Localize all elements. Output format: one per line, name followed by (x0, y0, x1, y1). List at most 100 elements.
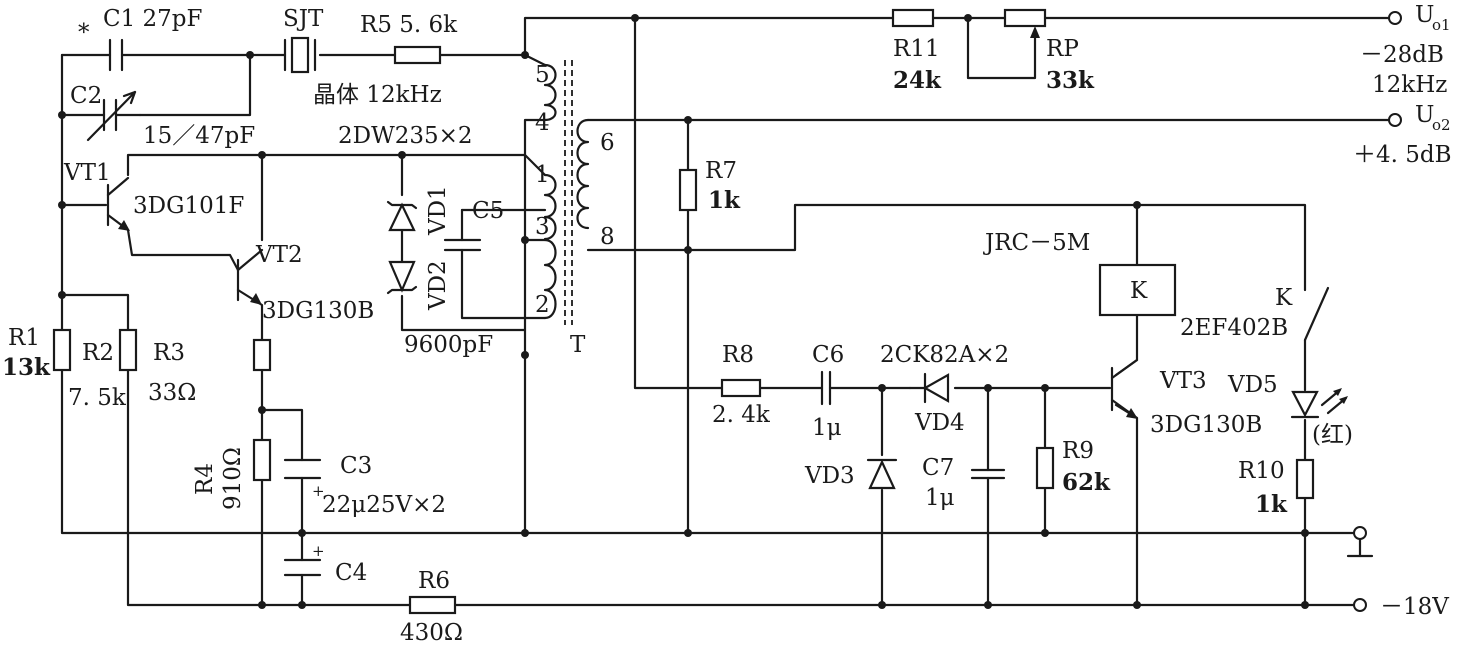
switch-k-label: K (1275, 285, 1293, 311)
r9-label: R9 (1062, 438, 1094, 464)
vt3-label: VT3 (1159, 368, 1207, 394)
c6-capacitor (820, 370, 832, 406)
r5-resistor (393, 45, 442, 65)
c2-value: 15／47pF (143, 123, 255, 149)
c1-capacitor (108, 38, 124, 72)
pin-3: 3 (535, 214, 550, 240)
c4-capacitor: + (283, 542, 325, 577)
r10-resistor (1295, 458, 1315, 500)
vd5-led (1290, 388, 1348, 419)
vd3-label: VD3 (804, 463, 855, 489)
rp-label: RP (1046, 36, 1079, 62)
r5-label: R5 5. 6k (360, 12, 458, 38)
r2-resistor (118, 328, 138, 372)
r10-label: R10 (1238, 458, 1285, 484)
c5-label: C5 (472, 198, 504, 224)
uo1-db: －28dB (1360, 42, 1444, 68)
junctions (58, 14, 1309, 609)
r9-resistor (1035, 446, 1055, 490)
vd1-label: VD1 (425, 185, 451, 236)
vt2-label: VT2 (255, 242, 303, 268)
vd2-label: VD2 (425, 260, 451, 311)
r2-label: R2 (82, 340, 114, 366)
uo2-terminal (1388, 113, 1402, 127)
r8-value: 2. 4k (712, 402, 771, 428)
c4-label: C4 (335, 560, 367, 586)
uo2-u: U (1415, 102, 1434, 128)
svg-text:+: + (312, 482, 325, 500)
vd5-color: (红) (1312, 422, 1353, 448)
transformer-label: T (570, 332, 586, 358)
pin-4: 4 (535, 110, 550, 136)
r3-label: R3 (153, 340, 185, 366)
pin-2: 2 (535, 292, 550, 318)
vt3-transistor (1110, 358, 1139, 420)
r7-resistor (678, 168, 698, 212)
r2-value: 7. 5k (68, 385, 127, 411)
vd3-diode (866, 458, 898, 490)
r1-resistor (52, 328, 72, 372)
r11-value: 24k (893, 67, 942, 94)
r7-value: 1k (708, 187, 741, 214)
r11-resistor (891, 8, 935, 28)
zener-label: 2DW235×2 (338, 123, 473, 149)
c1-label: C1 27pF (103, 6, 203, 32)
uo1-freq: 12kHz (1372, 72, 1447, 98)
vd2-zener (386, 260, 418, 295)
r3-value: 33Ω (148, 380, 196, 406)
r10-value: 1k (1255, 491, 1288, 518)
vt1-transistor (106, 176, 130, 232)
r8-resistor (720, 378, 762, 398)
r6-resistor (408, 595, 457, 615)
r1-value: 13k (2, 354, 51, 381)
r4-value: 910Ω (220, 447, 246, 510)
r6-label: R6 (418, 568, 450, 594)
r1-label: R1 (8, 325, 40, 351)
relay-model: JRC－5M (983, 230, 1090, 256)
vt1-label: VT1 (63, 160, 111, 186)
relay-k-label: K (1130, 278, 1148, 304)
svg-text:+: + (312, 542, 325, 560)
uo1-terminal (1388, 11, 1402, 25)
vt2-transistor (236, 248, 264, 305)
c1-star: * (78, 20, 90, 46)
vd1-zener (386, 200, 418, 232)
sjt-label: SJT (283, 6, 324, 32)
minus18-terminal (1353, 598, 1367, 612)
r8-label: R8 (722, 342, 754, 368)
vd5-label: VD5 (1227, 372, 1278, 398)
uo2-sub: o2 (1432, 116, 1451, 134)
vt3-type: 3DG130B (1150, 412, 1262, 438)
vt2-type: 3DG130B (262, 298, 374, 324)
c3-label: C3 (340, 453, 372, 479)
c6-value: 1μ (812, 415, 842, 441)
c2-label: C2 (70, 83, 102, 109)
r11-label: R11 (893, 36, 940, 62)
r6-value: 430Ω (400, 620, 463, 646)
vd4-type: 2CK82A×2 (880, 342, 1009, 368)
c3-value: 22μ25V×2 (322, 492, 446, 518)
vt1-type: 3DG101F (133, 193, 244, 219)
relay-coil (1098, 263, 1177, 317)
c7-label: C7 (922, 455, 954, 481)
switch-type: 2EF402B (1180, 315, 1288, 341)
c3-capacitor: + (283, 458, 325, 500)
c5-capacitor (443, 238, 482, 252)
crystal-label: 晶体 12kHz (313, 82, 442, 108)
vd4-label: VD4 (914, 410, 965, 436)
pin-8: 8 (600, 224, 615, 250)
uo1-sub: o1 (1432, 16, 1451, 34)
r4-resistor (252, 438, 272, 482)
r4-label: R4 (192, 463, 218, 495)
r9-value: 62k (1062, 469, 1111, 496)
pin-6: 6 (600, 130, 615, 156)
pin-1: 1 (535, 162, 550, 188)
r7-label: R7 (705, 158, 737, 184)
rp-value: 33k (1046, 67, 1095, 94)
supply-label: －18V (1380, 594, 1449, 620)
c7-capacitor (970, 468, 1006, 480)
ground-terminal (1353, 526, 1367, 540)
sjt-crystal (283, 36, 317, 74)
